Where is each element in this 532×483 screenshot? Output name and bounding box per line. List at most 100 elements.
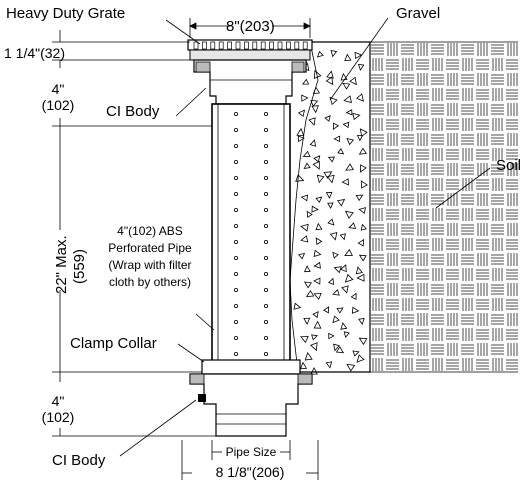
gravel-stone [312, 310, 319, 319]
label-top-body-height-in: 4" [52, 81, 65, 97]
gravel-stone [343, 331, 350, 339]
perforation-hole [233, 191, 238, 196]
label-clamp-collar: Clamp Collar [70, 335, 157, 352]
label-pipe-desc-3: (Wrap with filter [108, 258, 191, 272]
label-grate-width: 8"(203) [226, 18, 275, 35]
gravel-stone [325, 191, 333, 199]
label-outlet-width: 8 1/8"(206) [216, 464, 285, 480]
gravel-stone [300, 194, 309, 202]
gravel-stone [310, 342, 318, 352]
grate-slot [235, 41, 241, 50]
label-grate-thickness: 1 1/4"(32) [4, 45, 65, 61]
gravel-stone [332, 122, 340, 130]
perforation-hole [233, 223, 238, 228]
gravel-stone [344, 53, 352, 62]
gravel-stone [311, 105, 319, 114]
perforation-hole [263, 223, 268, 228]
gravel-stone [358, 207, 366, 215]
gravel-stone [344, 273, 354, 283]
gravel-stone [303, 162, 311, 170]
gravel-stone [306, 210, 313, 218]
gravel-stone [329, 96, 338, 106]
perforation-hole [233, 351, 238, 356]
gravel-stone [313, 320, 322, 329]
label-pipe-size: Pipe Size [226, 445, 277, 459]
perforation-hole [233, 207, 238, 212]
grate-slot [269, 41, 274, 50]
perforation-hole [263, 191, 268, 196]
perforation-hole [263, 303, 268, 308]
perforation-hole [263, 351, 268, 356]
label-gravel: Gravel [396, 5, 440, 22]
gravel-stone [341, 178, 349, 186]
dim-left-vertical [52, 30, 216, 437]
perforated-pipe [211, 103, 291, 371]
perforation-hole [263, 271, 268, 276]
gravel-stone [298, 252, 306, 260]
grate-slot [202, 41, 207, 50]
gravel-stone [329, 231, 338, 241]
gravel-stone [300, 235, 309, 243]
gravel-stone [332, 251, 339, 259]
soil-region [370, 42, 518, 372]
gravel-stone [358, 147, 367, 155]
gravel-stone [306, 289, 315, 297]
grate-slot [218, 41, 224, 50]
gravel-stone [324, 115, 331, 122]
grate-slot [260, 41, 266, 50]
gravel-stone [337, 148, 345, 155]
gravel-stone [355, 266, 363, 275]
gravel-stone [304, 351, 313, 361]
gravel-stone [310, 100, 319, 107]
gravel-stone [359, 128, 368, 138]
gravel-stone [328, 332, 335, 340]
perforation-hole [263, 255, 268, 260]
label-max-length-in: 22" Max. [53, 235, 70, 294]
gravel-stone [333, 266, 342, 274]
gravel-stone [313, 249, 322, 257]
gravel-stone [349, 76, 357, 86]
gravel-stone [352, 112, 361, 121]
perforation-hole [233, 143, 238, 148]
gravel-stone [348, 222, 357, 229]
gravel-stone [308, 117, 316, 126]
perforation-hole [233, 271, 238, 276]
gravel-stone [350, 292, 357, 300]
gravel-stone [328, 277, 335, 285]
gravel-fill [293, 49, 368, 375]
perforation-hole [233, 159, 238, 164]
gravel-stone [309, 139, 317, 147]
gravel-stone [356, 354, 365, 363]
perforation-hole [233, 175, 238, 180]
perforation-hole [233, 335, 238, 340]
gravel-stone [357, 63, 365, 71]
perforation-hole [263, 143, 268, 148]
gravel-stone [327, 156, 336, 163]
gravel-stone [327, 202, 334, 210]
gravel-stone [333, 135, 341, 143]
gravel-stone [332, 315, 340, 324]
gravel-stone [344, 248, 353, 256]
label-pipe-desc-4: cloth by others) [109, 275, 191, 289]
label-bottom-body-height-in: 4" [52, 393, 65, 409]
gravel-stone [296, 127, 305, 137]
gravel-stone [313, 292, 322, 300]
gravel-stone [295, 174, 305, 182]
gravel-stone [355, 194, 364, 202]
gravel-stone [356, 134, 364, 142]
gravel-stone [312, 160, 320, 170]
perforation-hole [233, 287, 238, 292]
perforation-hole [263, 175, 268, 180]
gravel-stone [341, 285, 349, 294]
gravel-stone [316, 174, 325, 184]
gravel-stone [354, 51, 363, 60]
gravel-stone [360, 180, 368, 189]
label-heavy-duty-grate: Heavy Duty Grate [6, 5, 125, 22]
gravel-stone [335, 346, 345, 354]
gravel-stone [342, 121, 350, 129]
gravel-stone [299, 361, 308, 370]
gravel-stone [312, 86, 321, 94]
gravel-stone [358, 254, 367, 262]
label-pipe-desc-2: Perforated Pipe [108, 241, 192, 255]
